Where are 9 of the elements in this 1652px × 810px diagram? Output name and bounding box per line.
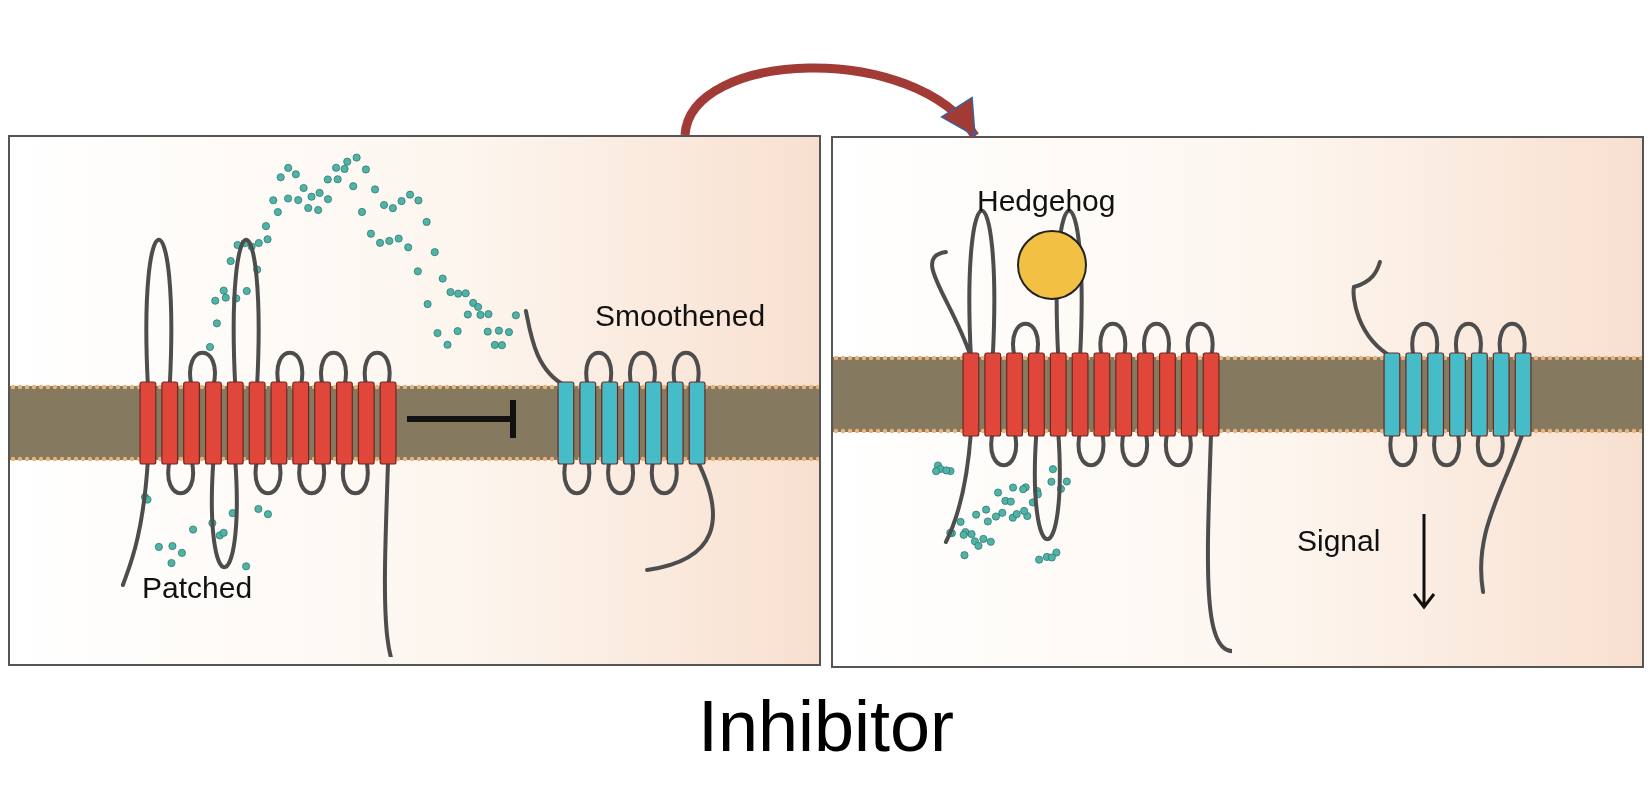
illustration-panel xyxy=(8,135,821,666)
arrow xyxy=(680,63,979,139)
signal-label: Signal xyxy=(1297,526,1381,556)
inhibition-connector xyxy=(407,400,516,438)
illustration-panel xyxy=(831,136,1644,668)
caption: Inhibitor xyxy=(697,686,955,766)
protein-label: Smoothened xyxy=(595,301,766,331)
protein-label: Hedgehog xyxy=(977,186,1116,216)
protein-label: Patched xyxy=(142,573,253,603)
